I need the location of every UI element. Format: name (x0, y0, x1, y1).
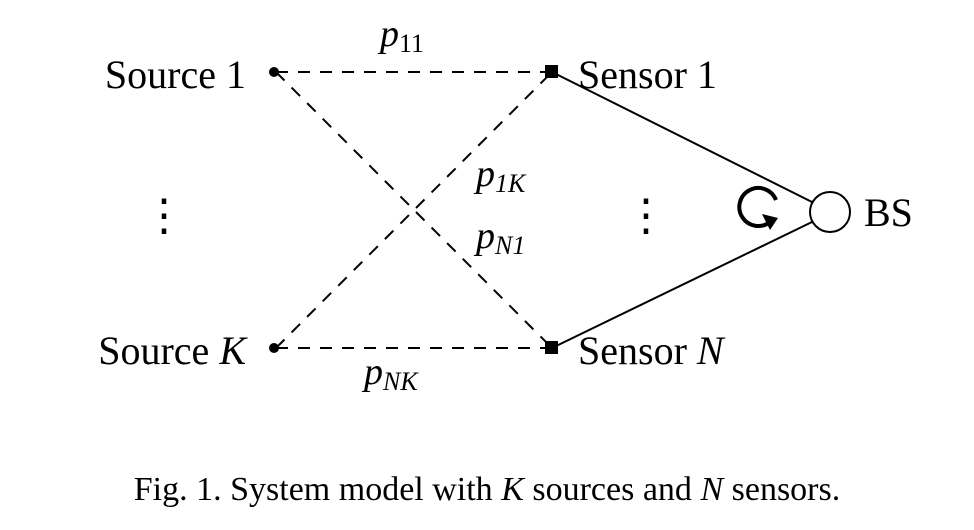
figure-caption: Fig. 1. System model with K sources and … (134, 471, 840, 508)
vdots-sources: ⋮ (142, 191, 186, 240)
vdots-sensors: ⋮ (624, 191, 668, 240)
bs-label: BS (864, 190, 913, 235)
prob-pN1-sub: N1 (494, 231, 525, 260)
caption-k: K (500, 471, 526, 508)
link-sensorN-bs (551, 221, 813, 349)
caption-prefix: Fig. 1. System model with (134, 471, 501, 508)
prob-p1K-base: p (473, 153, 495, 195)
prob-pN1-base: p (473, 215, 495, 257)
sensor-N-square (545, 341, 558, 354)
prob-pNK-base: p (361, 351, 383, 393)
prob-p11-base: p (377, 13, 399, 55)
link-sensor1-bs (551, 71, 813, 203)
cycle-arrow-icon (737, 186, 778, 230)
source-K-label: Source K (98, 328, 248, 373)
caption-middle: sources and (524, 471, 701, 508)
source-1-label: Source 1 (105, 52, 246, 97)
prob-p11: p11 (377, 13, 424, 58)
source-K-var: K (218, 328, 248, 373)
source-K-dot (269, 343, 279, 353)
sensor-N-text: Sensor (578, 328, 697, 373)
source-1-text: Source 1 (105, 52, 246, 97)
bs-circle (809, 191, 851, 233)
caption-n: N (699, 471, 725, 508)
sensor-1-square (545, 65, 558, 78)
source-K-text: Source (98, 328, 219, 373)
sensor-N-label: Sensor N (578, 328, 726, 373)
prob-p11-sub: 11 (399, 29, 424, 58)
source-1-dot (269, 67, 279, 77)
prob-pNK-sub: NK (382, 367, 419, 396)
sensor-1-text: Sensor 1 (578, 52, 717, 97)
prob-p1K: p1K (473, 153, 527, 198)
prob-pNK: pNK (361, 351, 419, 396)
prob-pN1: pN1 (473, 215, 525, 260)
solid-links (551, 71, 813, 349)
prob-p1K-sub: 1K (495, 169, 527, 198)
caption-suffix: sensors. (723, 471, 840, 508)
sensor-1-label: Sensor 1 (578, 52, 717, 97)
dashed-links (275, 71, 553, 349)
sensor-N-var: N (696, 328, 726, 373)
